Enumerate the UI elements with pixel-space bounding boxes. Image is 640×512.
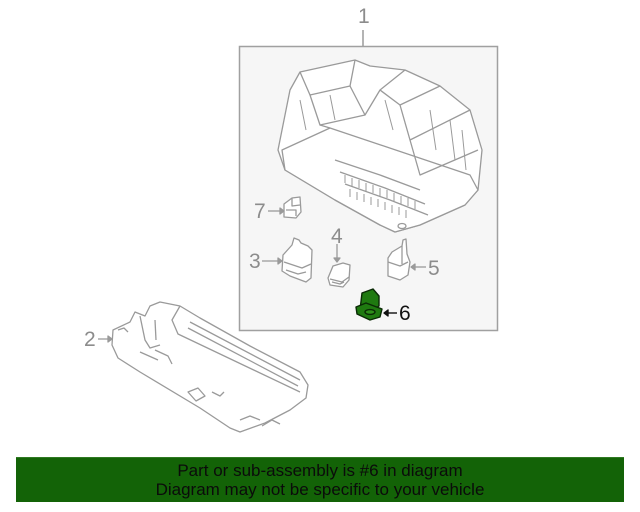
part-notice-banner: Part or sub-assembly is #6 in diagram Di… (16, 457, 624, 502)
callout-3[interactable]: 3 (249, 250, 261, 273)
banner-disclaimer: Diagram may not be specific to your vehi… (155, 480, 485, 499)
callout-7[interactable]: 7 (254, 200, 266, 223)
part-7-fuse-icon (268, 196, 302, 219)
callout-4[interactable]: 4 (331, 225, 343, 248)
callout-5[interactable]: 5 (428, 257, 440, 280)
callout-6[interactable]: 6 (399, 302, 411, 325)
banner-part-reference: Part or sub-assembly is #6 in diagram (177, 461, 463, 480)
part-3-relay-icon (262, 237, 313, 283)
part-4-relay-icon (327, 244, 351, 288)
part-6-highlighted-icon (355, 288, 397, 321)
diagram-line-art (98, 30, 499, 433)
callout-2[interactable]: 2 (84, 328, 96, 351)
part-5-relay-icon (387, 238, 426, 281)
callout-1[interactable]: 1 (358, 5, 370, 28)
part-1-fuse-box-icon (277, 59, 483, 233)
part-2-cover-icon (98, 301, 309, 433)
parts-diagram: 1 2 3 4 5 6 7 (84, 5, 499, 433)
